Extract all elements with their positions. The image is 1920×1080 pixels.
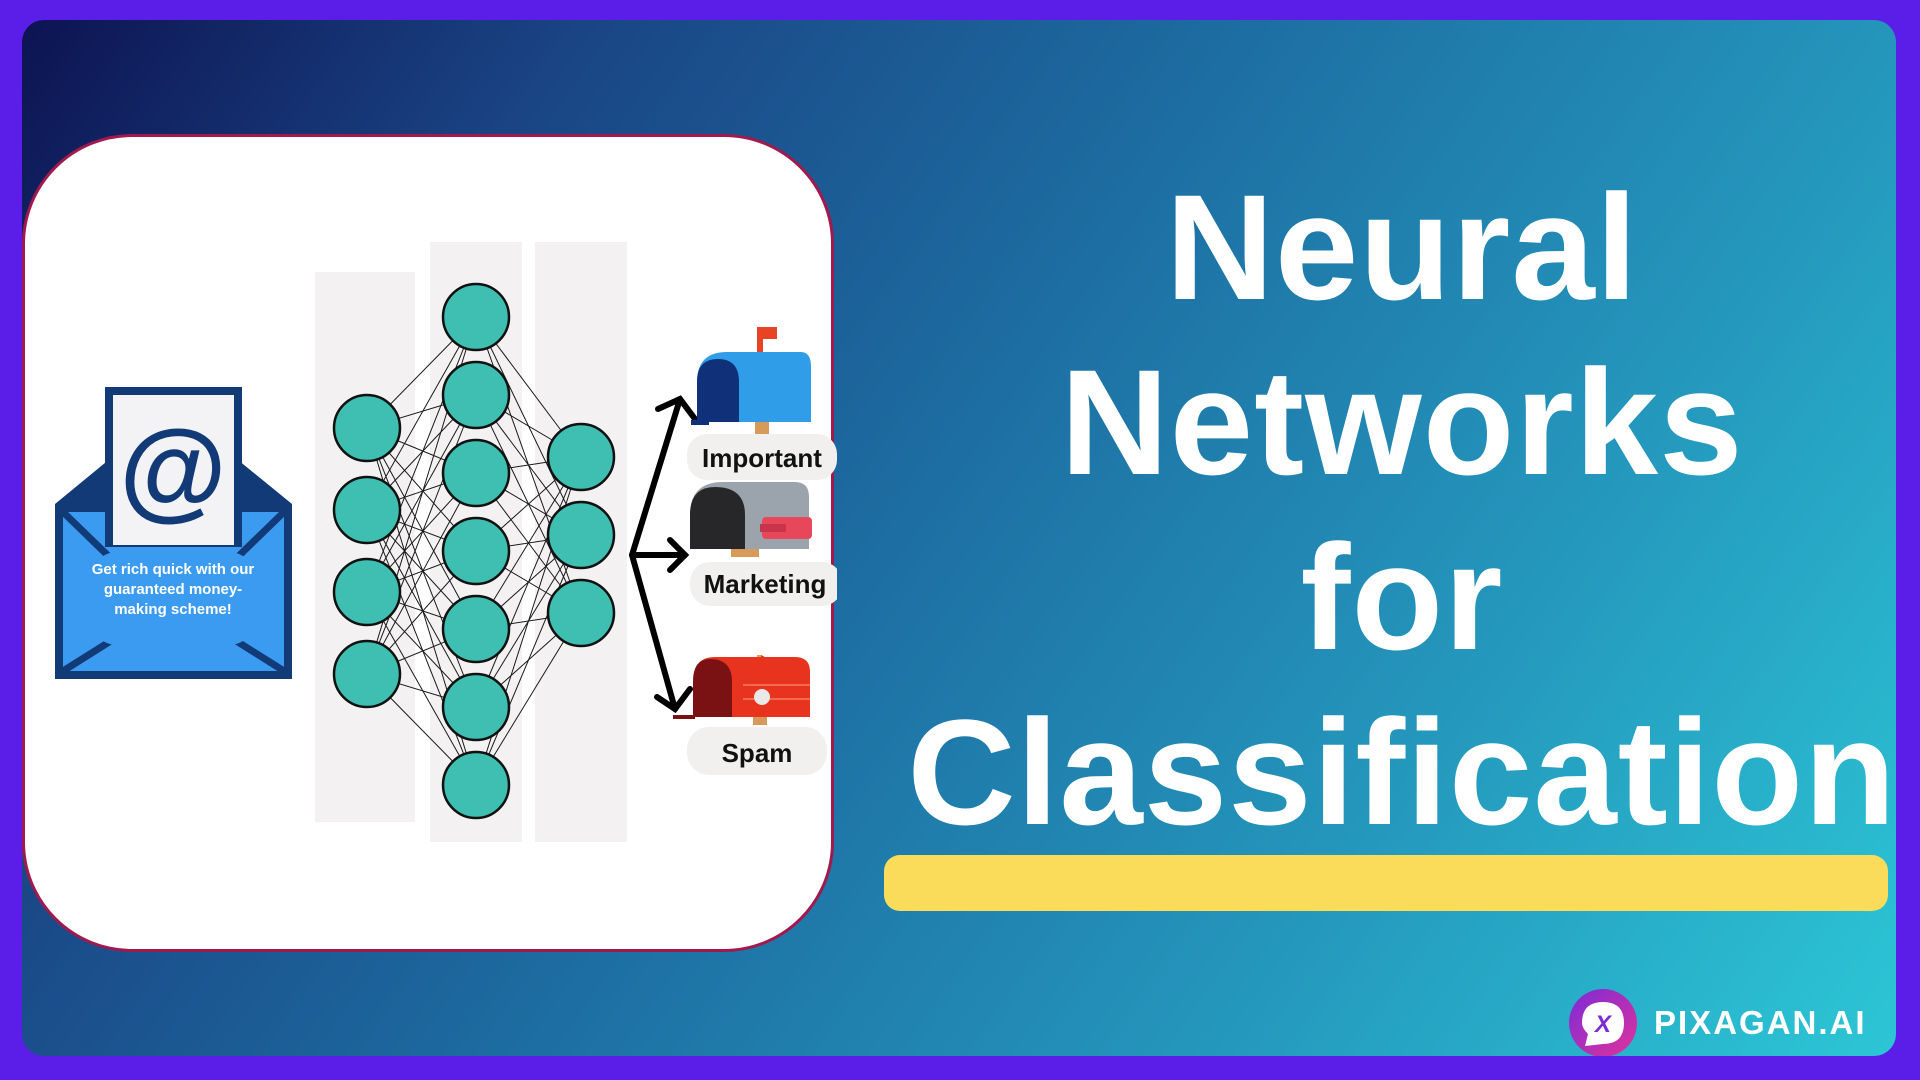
title-line-1: Neural <box>1165 163 1639 331</box>
email-message-line-2: guaranteed money- <box>104 581 242 598</box>
banner: @ Get rich quick with our guaranteed mon… <box>22 20 1896 1056</box>
input-hidden-connection <box>366 509 477 708</box>
output-node <box>546 422 616 492</box>
input-node <box>332 639 402 709</box>
input-node <box>332 557 402 627</box>
spam-label: Spam <box>722 738 793 768</box>
important-label: Important <box>702 443 822 473</box>
pixagan-logo-icon: X <box>1569 989 1637 1056</box>
page-title: Neural Networks for Classification <box>902 160 1896 860</box>
brand: X PIXAGAN.AI <box>1568 988 1867 1056</box>
classification-diagram: @ Get rich quick with our guaranteed mon… <box>55 242 837 842</box>
arrow-important <box>629 396 683 558</box>
input-node <box>332 475 402 545</box>
classification-arrows <box>629 395 698 714</box>
hidden-node <box>441 594 511 664</box>
input-hidden-connection <box>366 591 477 786</box>
marketing-label-pill <box>690 562 837 606</box>
hidden-output-connection <box>475 534 582 786</box>
input-hidden-connection <box>366 316 477 511</box>
email-envelope-icon: @ Get rich quick with our guaranteed mon… <box>55 387 292 679</box>
hidden-node <box>441 516 511 586</box>
input-hidden-connection <box>366 427 477 708</box>
input-hidden-connection <box>366 394 477 675</box>
arrowhead-important <box>655 395 698 422</box>
hidden-node <box>441 672 511 742</box>
brand-name: PIXAGAN.AI <box>1654 1004 1867 1041</box>
output-node <box>546 500 616 570</box>
arrow-spam <box>629 552 678 712</box>
illustration-card: @ Get rich quick with our guaranteed mon… <box>22 134 837 952</box>
at-sign: @ <box>119 408 226 531</box>
hidden-node <box>441 282 511 352</box>
input-hidden-connection <box>366 472 477 675</box>
title-line-3: for <box>1300 513 1504 681</box>
input-node <box>332 393 402 463</box>
input-hidden-connection <box>366 427 477 630</box>
title-line-2: Networks <box>1060 338 1744 506</box>
email-message-line-3: making scheme! <box>114 601 232 618</box>
arrowhead-spam <box>654 686 693 714</box>
marketing-label: Marketing <box>704 569 827 599</box>
gray-mailbox-icon <box>690 482 812 557</box>
email-message-line-1: Get rich quick with our <box>92 561 255 578</box>
title-underline-bar <box>884 855 1888 911</box>
blue-mailbox-icon <box>691 327 811 434</box>
input-layer-backdrop <box>315 272 415 822</box>
spam-label-pill <box>687 727 827 775</box>
important-label-pill <box>687 434 837 480</box>
logo-letter: X <box>1593 1011 1613 1038</box>
hidden-output-connection <box>475 456 582 708</box>
input-hidden-connection <box>366 316 477 593</box>
red-mailbox-icon <box>673 655 810 725</box>
arrowhead-marketing <box>667 537 690 573</box>
title-line-4: Classification <box>907 688 1896 856</box>
input-hidden-connection <box>366 509 477 786</box>
hidden-node <box>441 360 511 430</box>
output-node <box>546 578 616 648</box>
hidden-node <box>441 750 511 820</box>
input-hidden-connection <box>366 394 477 593</box>
hidden-node <box>441 438 511 508</box>
network-nodes <box>332 282 616 820</box>
